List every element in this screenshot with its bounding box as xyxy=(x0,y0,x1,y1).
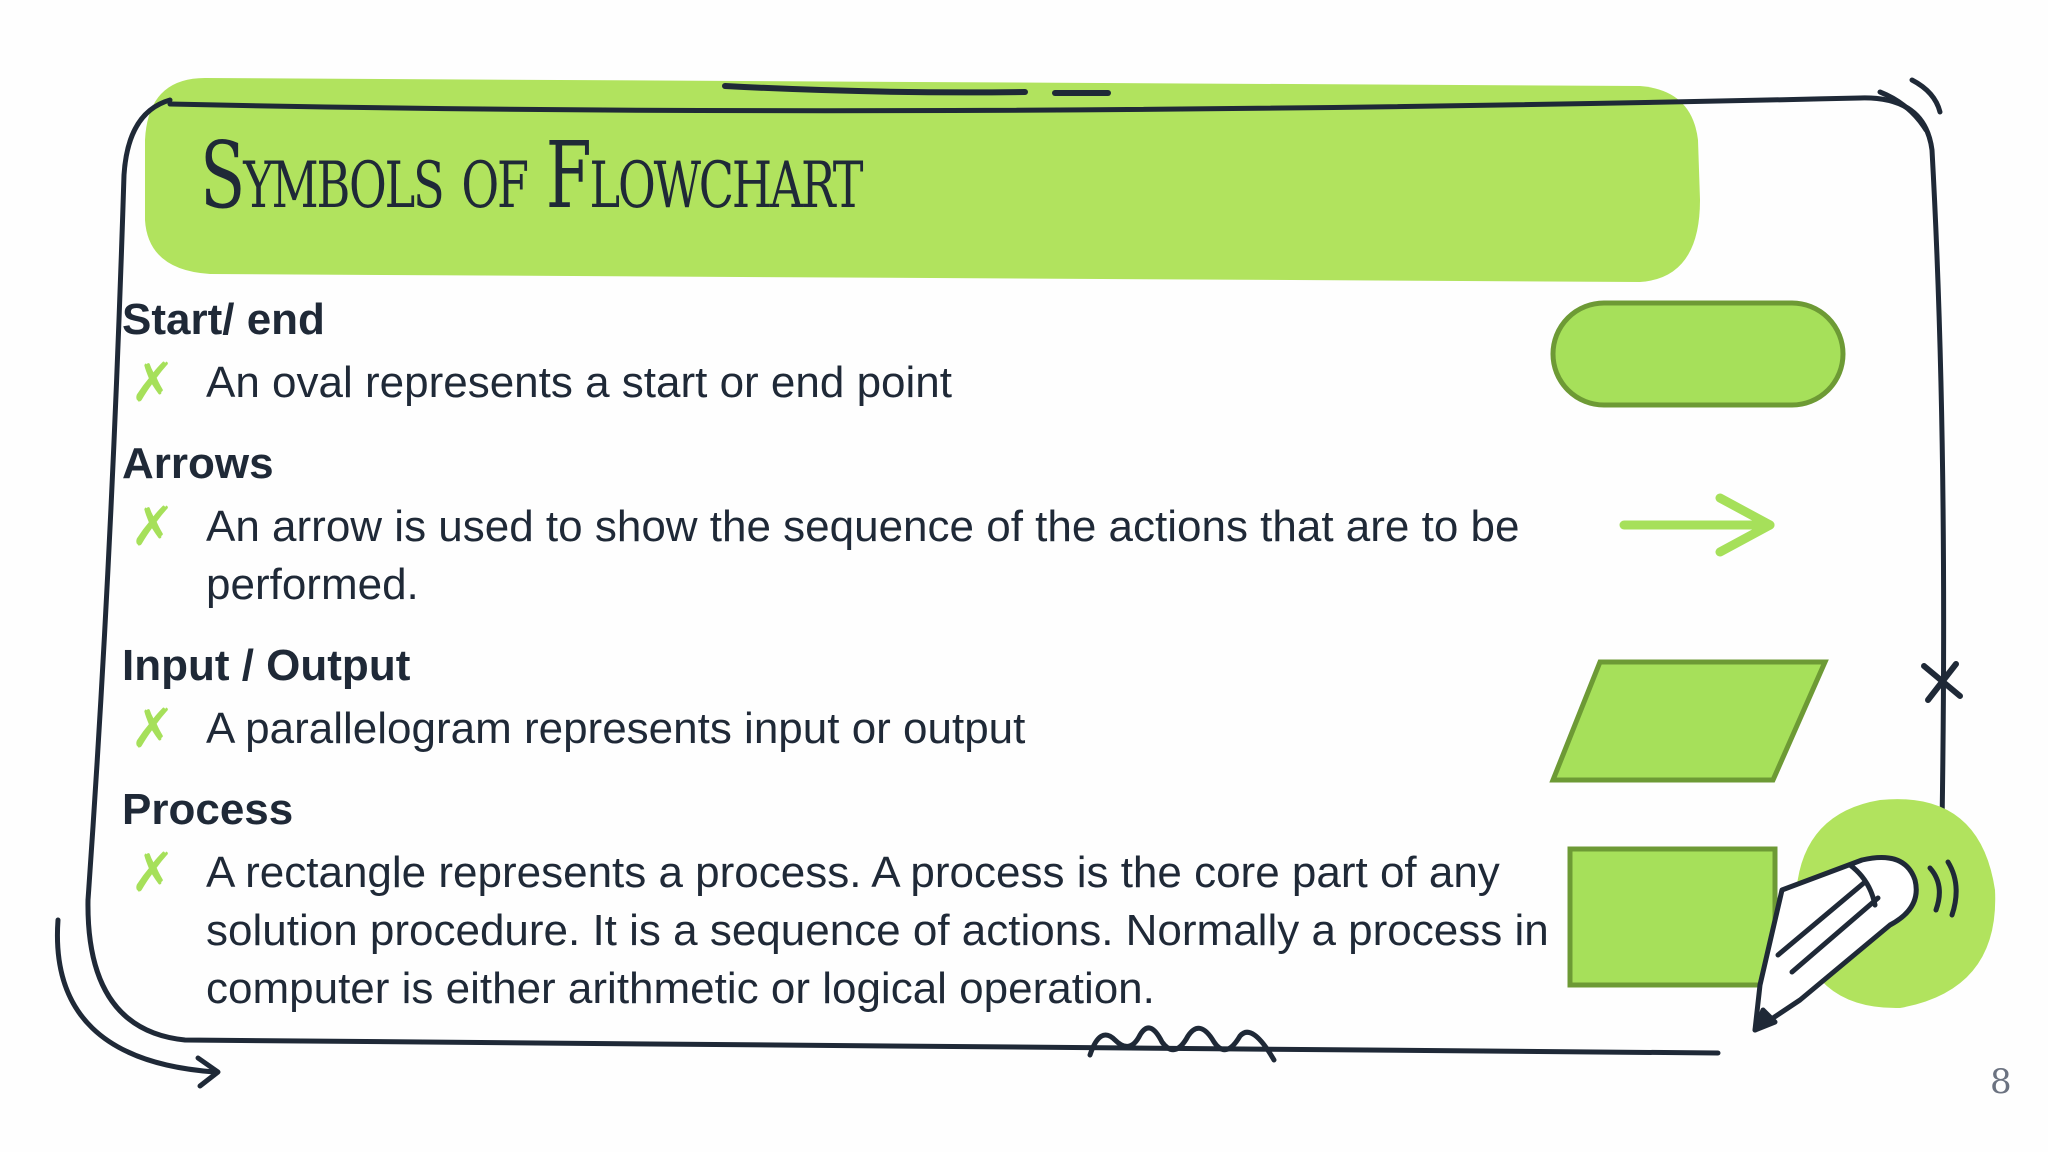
bullet-text: A rectangle represents a process. A proc… xyxy=(206,848,1549,1013)
pencil-icon xyxy=(1752,855,1959,1033)
title-banner xyxy=(145,78,1700,282)
section-heading: Start/ end xyxy=(122,295,325,344)
section-heading: Arrows xyxy=(122,439,274,488)
oval-icon xyxy=(1550,300,1846,408)
section-heading: Input / Output xyxy=(122,641,411,690)
page-number: 8 xyxy=(1990,1062,2012,1102)
x-mark-icon: ✗ xyxy=(130,841,176,904)
frame-top-dash xyxy=(722,83,1028,96)
bullet-text: An oval represents a start or end point xyxy=(206,358,952,407)
list-item: ✗ A rectangle represents a process. A pr… xyxy=(122,844,1582,1018)
bullet-text: An arrow is used to show the sequence of… xyxy=(206,502,1520,609)
list-item: ✗ A parallelogram represents input or ou… xyxy=(122,700,1582,758)
frame-top-line xyxy=(167,95,1947,828)
bullet-text: A parallelogram represents input or outp… xyxy=(206,704,1026,753)
section-process: Process ✗ A rectangle represents a proce… xyxy=(122,788,1582,1018)
section-start-end: Start/ end ✗ An oval represents a start … xyxy=(122,298,1582,412)
frame-border xyxy=(85,97,1721,1056)
x-mark-icon: ✗ xyxy=(130,697,176,760)
parallelogram-icon xyxy=(1549,659,1829,783)
cross-mark-icon xyxy=(1921,661,1963,703)
corner-swoosh-icon xyxy=(1877,77,1943,133)
section-heading: Process xyxy=(122,785,294,834)
list-item: ✗ An arrow is used to show the sequence … xyxy=(122,498,1582,614)
slide-title: Symbols of Flowchart xyxy=(200,122,864,229)
section-input-output: Input / Output ✗ A parallelogram represe… xyxy=(122,644,1582,758)
curved-arrow-icon xyxy=(54,917,221,1089)
section-arrows: Arrows ✗ An arrow is used to show the se… xyxy=(122,442,1582,614)
x-mark-icon: ✗ xyxy=(130,351,176,414)
x-mark-icon: ✗ xyxy=(130,495,176,558)
rectangle-icon xyxy=(1567,846,1778,988)
arrow-icon xyxy=(1619,493,1775,557)
squiggle-icon xyxy=(1087,1025,1277,1063)
list-item: ✗ An oval represents a start or end poin… xyxy=(122,354,1582,412)
